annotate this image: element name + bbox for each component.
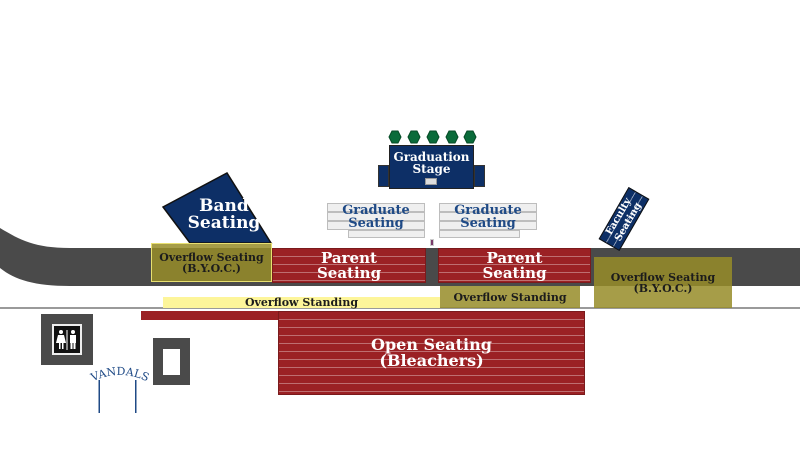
overflow-standing-label: Overflow Standing <box>244 296 359 309</box>
overflow-standing-label: Overflow Standing <box>453 290 567 304</box>
stage-label: Graduation <box>393 150 470 164</box>
overflow-standing-left: Overflow Standing <box>163 297 440 308</box>
graduate-label: Graduate <box>342 203 410 218</box>
plant-icon <box>463 130 477 144</box>
open-seating-bleachers: Open Seating (Bleachers) <box>278 311 585 395</box>
plant-icon <box>388 130 402 144</box>
graduate-row <box>348 230 425 238</box>
overflow-seating-label: (B.Y.O.C.) <box>182 261 241 275</box>
overflow-standing-right: Overflow Standing <box>440 286 580 308</box>
overflow-seating-label: Overflow Seating <box>610 270 716 284</box>
overflow-seating-right: Overflow Seating (B.Y.O.C.) <box>594 257 732 308</box>
plant-icon <box>426 130 440 144</box>
graduate-label: Seating <box>348 216 404 231</box>
band-label: Band <box>199 196 249 216</box>
overflow-seating-left: Overflow Seating (B.Y.O.C.) <box>151 243 272 282</box>
svg-text:VANDALS: VANDALS <box>88 365 151 385</box>
bleachers-walkway <box>141 311 279 320</box>
restroom-building <box>41 314 93 365</box>
parent-label: Seating <box>482 263 547 282</box>
stage-wing-left <box>378 165 389 187</box>
graduate-row <box>327 203 425 212</box>
graduate-label: Graduate <box>454 203 522 218</box>
building <box>153 338 190 385</box>
graduate-label: Seating <box>460 216 516 231</box>
graduate-row <box>439 230 520 238</box>
graduate-row <box>327 212 425 221</box>
stage-wing-right <box>474 165 485 187</box>
bleachers-label: (Bleachers) <box>379 351 484 370</box>
overflow-seating-label: (B.Y.O.C.) <box>633 281 693 295</box>
graduate-seating-right: Graduate Seating <box>439 204 537 230</box>
podium <box>425 178 437 185</box>
overflow-seating-label: Overflow Seating <box>159 250 264 264</box>
parent-seating-left: Parent Seating <box>272 248 426 283</box>
stage-label: Stage <box>412 162 451 176</box>
band-seating: Band Seating <box>180 192 268 238</box>
graduate-row <box>439 203 537 212</box>
plant-icon <box>407 130 421 144</box>
bleachers-label: Open Seating <box>371 335 492 354</box>
parent-label: Parent <box>321 248 377 267</box>
parent-label: Parent <box>486 248 543 267</box>
sign-text: VANDALS <box>88 365 151 385</box>
graduation-stage: Graduation Stage <box>389 145 474 189</box>
graduate-row <box>439 212 537 221</box>
graduate-row <box>439 221 537 230</box>
graduate-seating-left: Graduate Seating <box>327 204 425 230</box>
graduate-row <box>327 221 425 230</box>
parent-label: Seating <box>316 263 382 282</box>
band-label: Seating <box>187 213 261 233</box>
building-window <box>163 349 180 375</box>
restroom-icon <box>52 324 82 355</box>
speaker-figure-icon <box>430 239 434 246</box>
plant-icon <box>445 130 459 144</box>
parent-seating-right: Parent Seating <box>438 248 591 283</box>
